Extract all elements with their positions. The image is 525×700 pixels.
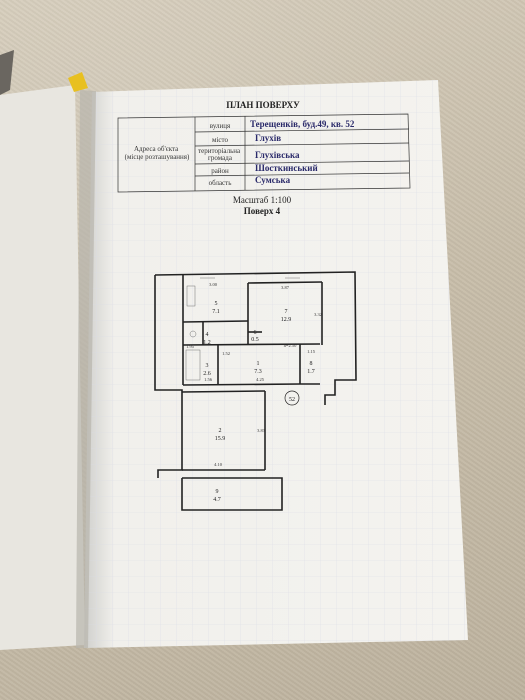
room-5-num: 5 [215,301,218,307]
room-6-num: 6 [254,330,257,336]
field-value-region: Сумська [255,175,291,185]
room-5-area: 7.1 [212,309,220,315]
apartment-number-circle [284,390,300,406]
room-9-area: 4.7 [213,497,221,503]
room-2-area: 15.9 [215,436,226,442]
dark-object [0,50,14,95]
plan-details [185,277,300,381]
room-3-num: 3 [206,363,209,369]
dim-top-left: 3.00 [209,282,218,287]
back-page [0,85,85,650]
scale-label: Масштаб 1:100 [233,195,292,205]
room-8-num: 8 [310,361,313,367]
address-table [117,113,411,193]
dim-left-3: 1.95 [186,344,195,349]
field-label-region: область [209,179,232,187]
apartment-number: 52 [289,397,295,403]
field-value-city: Глухів [255,133,281,143]
room-1-num: 1 [257,361,260,367]
dim-top-right: 3.87 [281,285,290,290]
dim-corridor: 4.25 [256,377,265,382]
dim-small-8: 1.15 [307,349,316,354]
yellow-tab [68,72,88,92]
field-label-street: вулиця [210,122,231,130]
dim-vert-1: 1.52 [222,351,230,356]
room-labels: 1 7.3 2 15.9 3 2.6 4 1.2 5 7.1 6 0.5 7 1… [203,301,315,503]
doc-title: ПЛАН ПОВЕРХУ [226,100,300,110]
field-value-street: Терещенків, буд.49, кв. 52 [250,119,355,129]
dim-right-2: 3.83 [257,428,266,433]
dim-bottom-3: 1.56 [204,377,213,382]
room-7-area: 12.9 [281,317,292,323]
field-label-city: місто [212,136,228,144]
address-label: Адреса об'єкта (місце розташування) [125,145,190,161]
room-7-num: 7 [285,309,288,315]
room-4-num: 4 [206,332,209,338]
field-label-community: територіальна громада [198,147,242,162]
field-label-district: район [211,167,229,175]
room-1-area: 7.3 [254,369,262,375]
room-4-area: 1.2 [203,340,211,346]
height-label: h=2.50 [284,343,297,348]
floor-label: Поверх 4 [244,206,281,216]
floor-plan [154,271,357,511]
room-2-num: 2 [219,428,222,434]
dim-right-7: 3.32 [314,312,322,317]
room-3-area: 2.6 [203,371,211,377]
field-value-community: Глухівська [255,150,300,160]
room-9-num: 9 [216,489,219,495]
dimension-labels: 3.00 3.87 3.32 3.83 4.10 4.25 1.95 1.56 … [186,282,322,467]
room-8-area: 1.7 [307,369,315,375]
field-value-district: Шосткинський [255,163,318,173]
room-6-area: 0.5 [251,337,259,343]
dim-bottom-2: 4.10 [214,462,223,467]
